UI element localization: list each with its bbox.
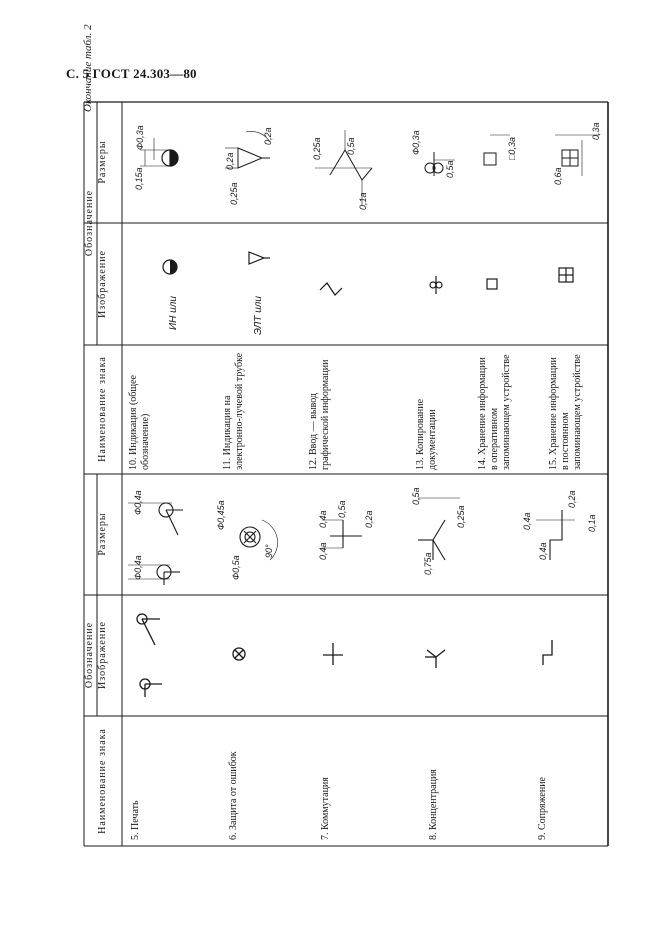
dim-label-rom-1: 0,6а [553, 167, 563, 185]
col-header-image-right: Изображение [97, 250, 108, 318]
dim-label-error-2: Ф0,5а [231, 555, 241, 580]
dim-label-copy-1: Ф0,3а [411, 130, 421, 155]
print-icon [136, 613, 162, 697]
col-header-dims-right: Размеры [97, 140, 108, 184]
dim-label-error-3: 90° [264, 544, 274, 558]
page-header: С. 5 ГОСТ 24.303—80 [66, 66, 197, 81]
dim-label-crt-2: 0,25а [229, 182, 239, 205]
indication-prefix: ИН или [168, 296, 179, 330]
dim-label-print-2: Ф0,4а [133, 555, 143, 580]
copying-dim-icon [424, 152, 455, 176]
row-name-14: 14. Хранение информации в оперативном за… [477, 354, 512, 470]
dim-label-switch-1: 0,4а [318, 510, 328, 528]
concentration-icon [425, 649, 446, 668]
dim-label-print-1: Ф0,4а [133, 490, 143, 515]
row-name-5: 5. Печать [130, 800, 141, 840]
rom-storage-dim-icon [555, 134, 600, 176]
dim-label-ram-1: □0,3а [507, 137, 517, 160]
graphic-io-dim-icon [315, 130, 373, 205]
dim-label-gio-2: 0,5а [346, 137, 356, 155]
row-name-9: 9. Сопряжение [537, 777, 548, 840]
row-name-7: 7. Коммутация [320, 777, 331, 840]
error-protection-icon [232, 647, 246, 661]
interface-icon [542, 640, 553, 665]
dim-label-rom-2: 0,3а [591, 122, 601, 140]
copying-icon [429, 276, 443, 294]
ram-storage-dim-icon [483, 134, 510, 166]
col-header-designation-right: Обозначение [84, 189, 95, 257]
dim-label-switch-4: 0,2а [364, 510, 374, 528]
row-name-10: 10. Индикация (общее обозначение) [128, 375, 151, 470]
crt-icon [248, 251, 270, 265]
switching-dim-icon [322, 519, 362, 549]
dim-label-gio-1: 0,25а [312, 137, 322, 160]
dim-label-switch-3: 0,5а [337, 500, 347, 518]
crt-prefix: ЭЛТ или [253, 296, 264, 335]
dim-label-error-1: Ф0,45а [216, 500, 226, 530]
row-name-8: 8. Концентрация [428, 769, 439, 840]
dim-label-ind-2: 0,15а [134, 167, 144, 190]
col-header-designation-left: Обозначение [84, 621, 95, 689]
row-name-11: 11. Индикация на электронно-лучевой труб… [222, 352, 245, 470]
dim-label-iface-4: 0,1а [587, 514, 597, 532]
dim-label-conc-3: 0,75а [423, 552, 433, 575]
row-name-6: 6. Защита от ошибок [228, 751, 239, 840]
dim-label-conc-2: 0,25а [456, 505, 466, 528]
dim-label-gio-3: 0,1а [358, 192, 368, 210]
indication-icon [162, 259, 178, 275]
dim-label-ind-1: Ф0,3а [135, 125, 145, 150]
dim-label-copy-2: 0,5а [445, 160, 455, 178]
col-header-image-left: Изображение [97, 621, 108, 689]
indication-dim-icon [140, 138, 179, 167]
rom-storage-icon [558, 267, 574, 283]
switching-icon [323, 643, 343, 665]
dim-label-crt-1: 0,2а [225, 152, 235, 170]
row-name-12: 12. Ввод — вывод графической информации [308, 359, 331, 470]
row-name-13: 13. Копирование документации [415, 398, 438, 470]
col-header-name-left: Наименование знака [97, 728, 108, 834]
concentration-dim-icon [418, 497, 460, 561]
row-name-15: 15. Хранение информации в постоянном зап… [548, 354, 583, 470]
col-header-dims-left: Размеры [97, 512, 108, 556]
col-header-name-right: Наименование знака [97, 356, 108, 462]
dim-label-conc-1: 0,5а [411, 487, 421, 505]
print-dim-icon [128, 502, 183, 585]
interface-dim-icon [536, 510, 575, 560]
dim-label-iface-3: 0,2а [567, 490, 577, 508]
dim-label-iface-1: 0,4а [522, 512, 532, 530]
crt-dim-icon [225, 131, 271, 169]
ram-storage-icon [486, 278, 498, 290]
graphic-io-icon [319, 282, 343, 296]
dim-label-iface-2: 0,4а [538, 542, 548, 560]
dim-label-switch-2: 0,4а [318, 542, 328, 560]
error-protection-dim-icon [239, 519, 278, 561]
dim-label-crt-3: 0,2а [263, 127, 273, 145]
